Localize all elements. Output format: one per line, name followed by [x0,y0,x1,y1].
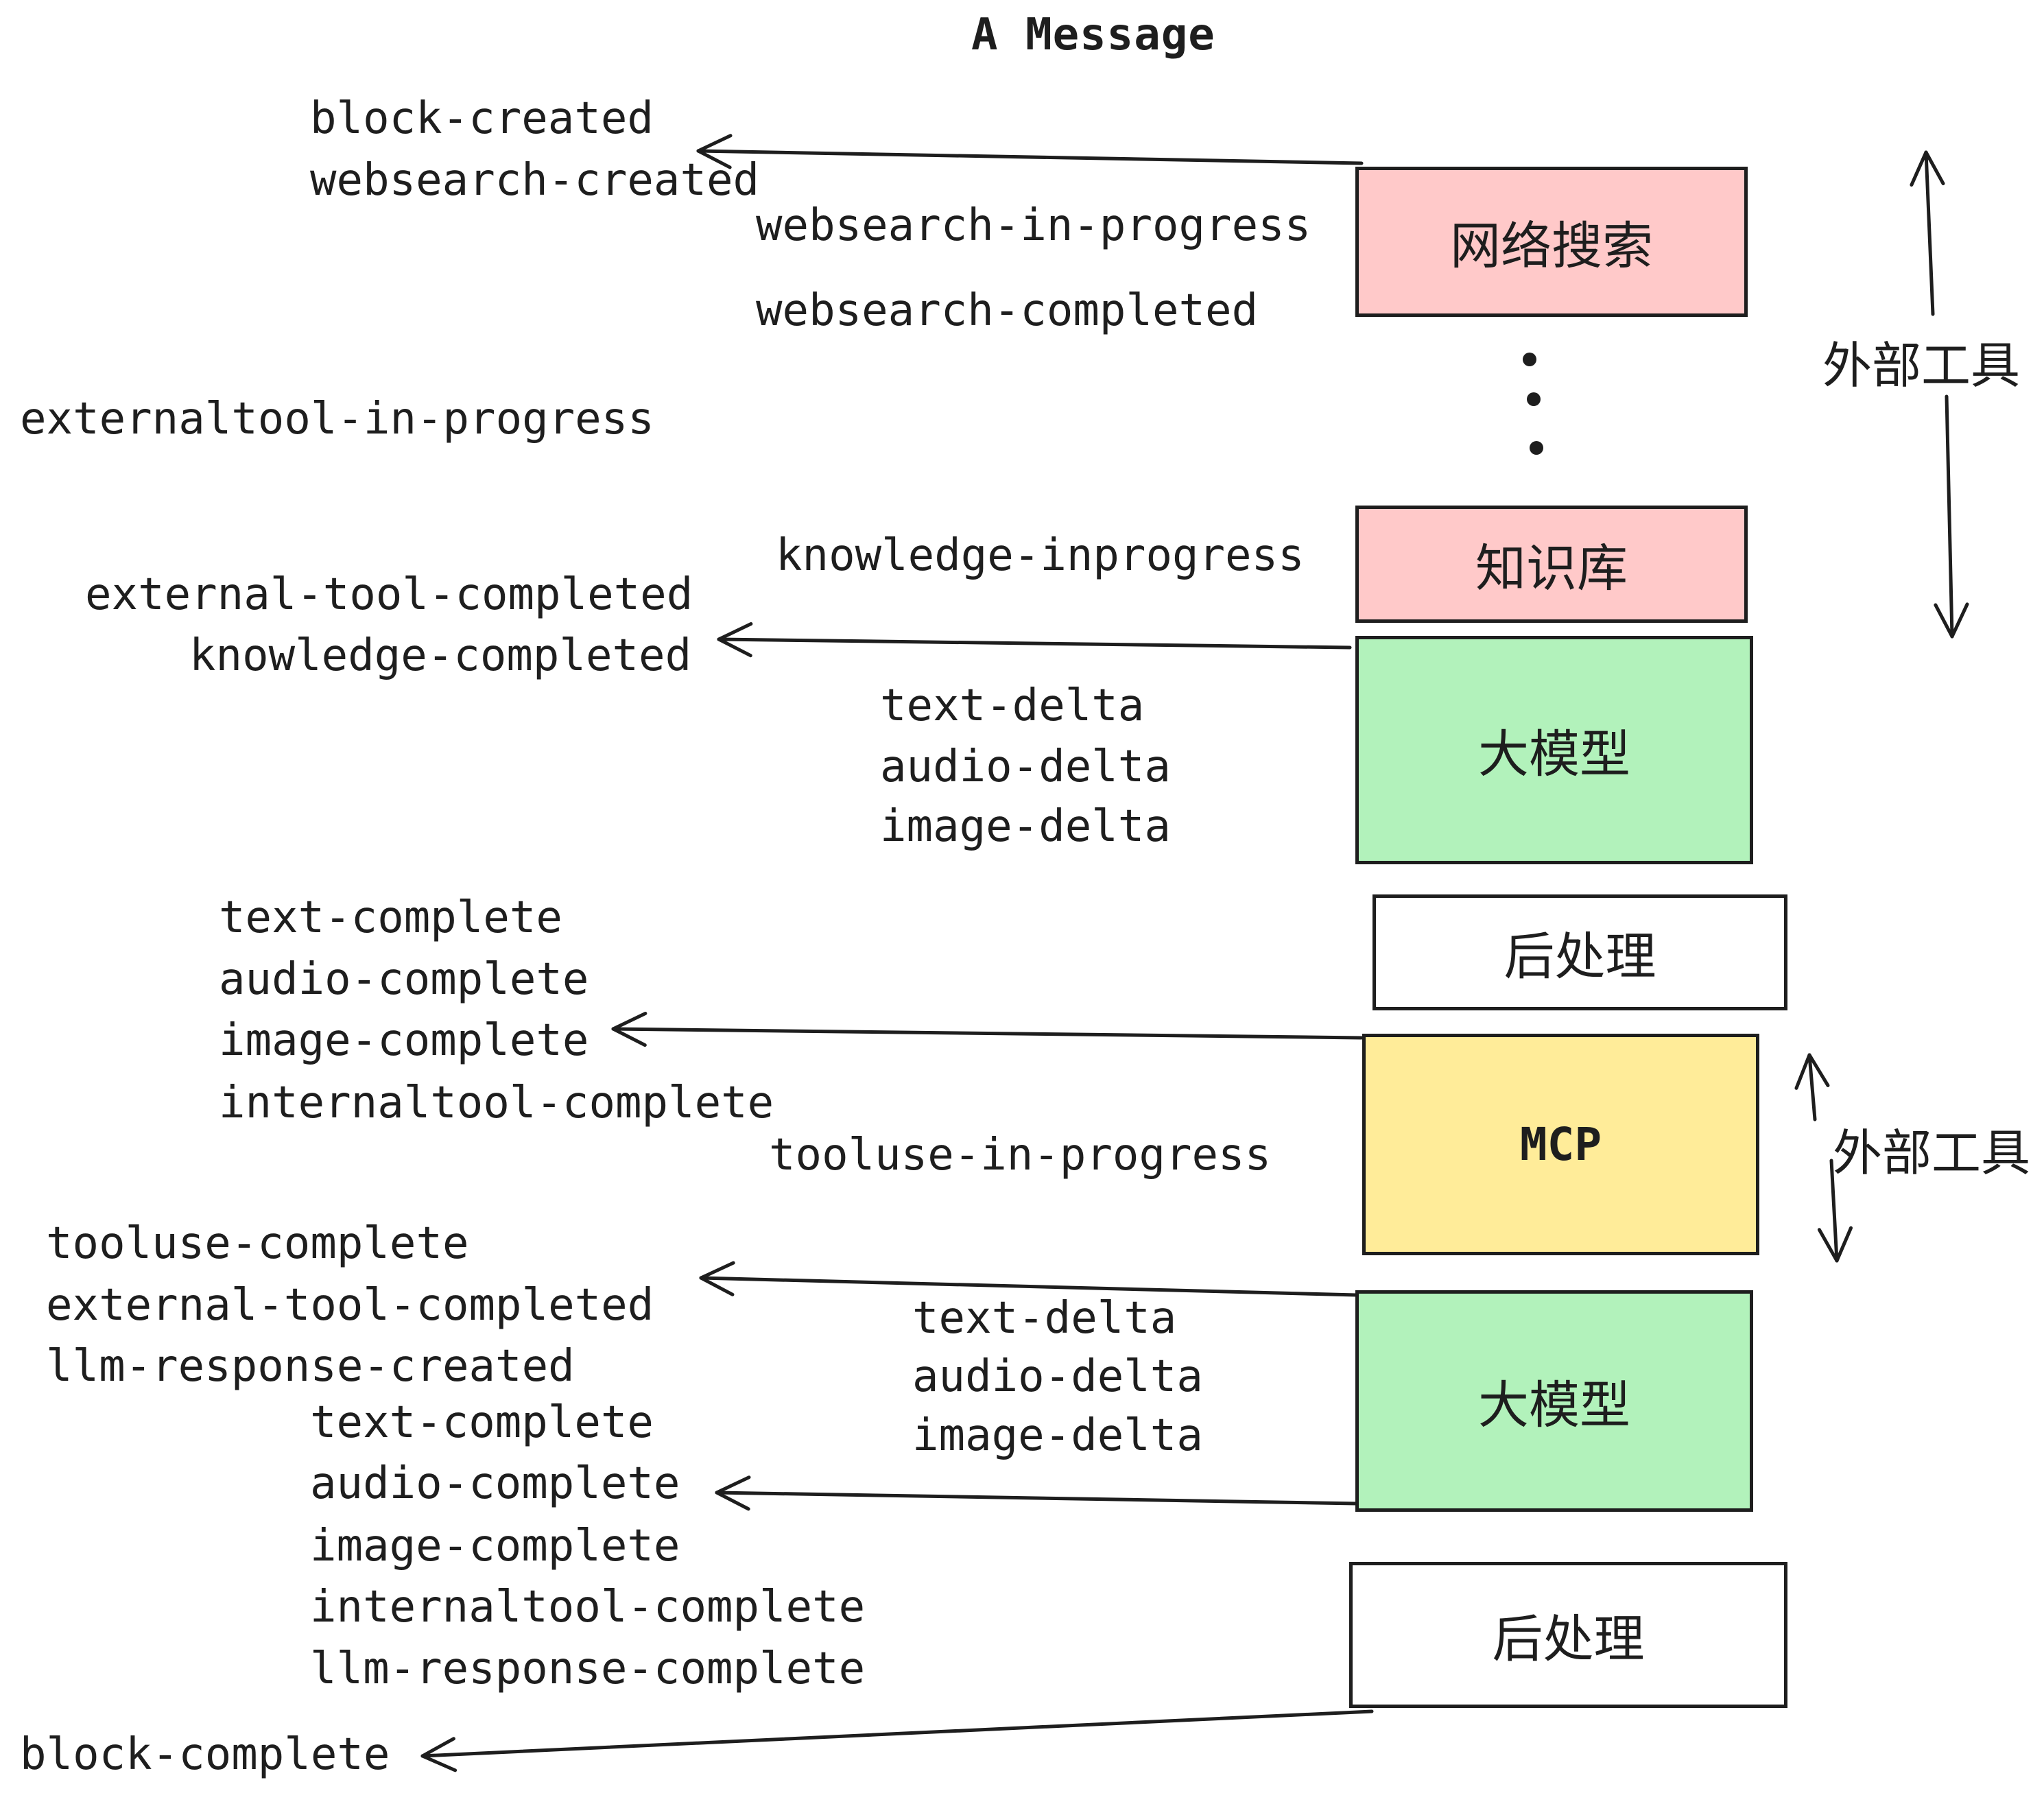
arrow-to-knowledge-completed [717,622,1352,658]
knowledge-box: 知识库 [1355,506,1748,623]
llm-box-1: 大模型 [1355,636,1753,864]
event-websearch-completed: websearch-completed [756,285,1259,336]
event-externaltool-in-progress: externaltool-in-progress [20,394,654,444]
event-llm-response-complete: llm-response-complete [310,1643,866,1694]
arrow-to-audio-complete [715,1475,1359,1511]
event-audio-delta-1: audio-delta [880,741,1171,792]
vertical-ellipsis-dots [1523,353,1543,455]
postprocess-box-1: 后处理 [1372,894,1787,1010]
event-image-delta-1: image-delta [880,801,1171,852]
event-text-delta-2: text-delta [912,1293,1177,1344]
event-llm-response-created: llm-response-created [46,1341,575,1392]
event-external-tool-completed-2: external-tool-completed [46,1280,654,1331]
event-internaltool-complete-2: internaltool-complete [310,1582,866,1633]
arrow-to-websearch-created [696,134,1364,169]
external-tools-label-1: 外部工具 [1822,337,2021,394]
event-knowledge-completed: knowledge-completed [189,630,692,681]
external-tools-label-2: 外部工具 [1833,1124,2031,1182]
event-internaltool-complete-1: internaltool-complete [219,1078,774,1128]
event-audio-complete-2: audio-complete [310,1458,680,1509]
event-text-complete-1: text-complete [219,892,562,943]
event-audio-delta-2: audio-delta [912,1351,1203,1402]
llm-box-2-label: 大模型 [1478,1376,1630,1435]
arrow-to-tooluse-complete [699,1261,1359,1297]
websearch-box-label: 网络搜索 [1450,217,1653,276]
event-websearch-in-progress: websearch-in-progress [756,200,1311,251]
external-tools-label-2-up-arrow [1794,1053,1830,1121]
postprocess-box-2-label: 后处理 [1492,1610,1645,1669]
event-tooluse-complete: tooluse-complete [46,1218,469,1269]
external-tools-label-1-up-arrow [1910,150,1945,316]
event-external-tool-completed-1: external-tool-completed [85,569,693,620]
llm-box-1-label: 大模型 [1478,725,1630,784]
external-tools-label-1-down-arrow [1934,394,1969,639]
event-text-complete-2: text-complete [310,1397,654,1448]
event-text-delta-1: text-delta [880,680,1145,731]
event-block-complete: block-complete [20,1729,390,1780]
event-websearch-created: websearch-created [310,155,760,206]
event-image-complete-1: image-complete [219,1015,589,1066]
event-image-complete-2: image-complete [310,1521,680,1571]
postprocess-box-2: 后处理 [1349,1562,1787,1708]
event-audio-complete-1: audio-complete [219,954,589,1005]
arrow-to-image-complete [611,1011,1364,1047]
postprocess-box-1-label: 后处理 [1504,927,1656,986]
event-knowledge-inprogress: knowledge-inprogress [776,530,1305,581]
mcp-box-label: MCP [1519,1118,1602,1171]
diagram-title: A Message [971,10,1215,60]
event-image-delta-2: image-delta [912,1410,1203,1461]
event-tooluse-in-progress: tooluse-in-progress [769,1130,1272,1180]
knowledge-box-label: 知识库 [1475,539,1628,598]
event-block-created: block-created [310,93,654,144]
llm-box-2: 大模型 [1355,1290,1753,1512]
websearch-box: 网络搜索 [1355,167,1748,317]
mcp-box: MCP [1362,1034,1759,1255]
arrow-to-block-complete [420,1709,1374,1772]
